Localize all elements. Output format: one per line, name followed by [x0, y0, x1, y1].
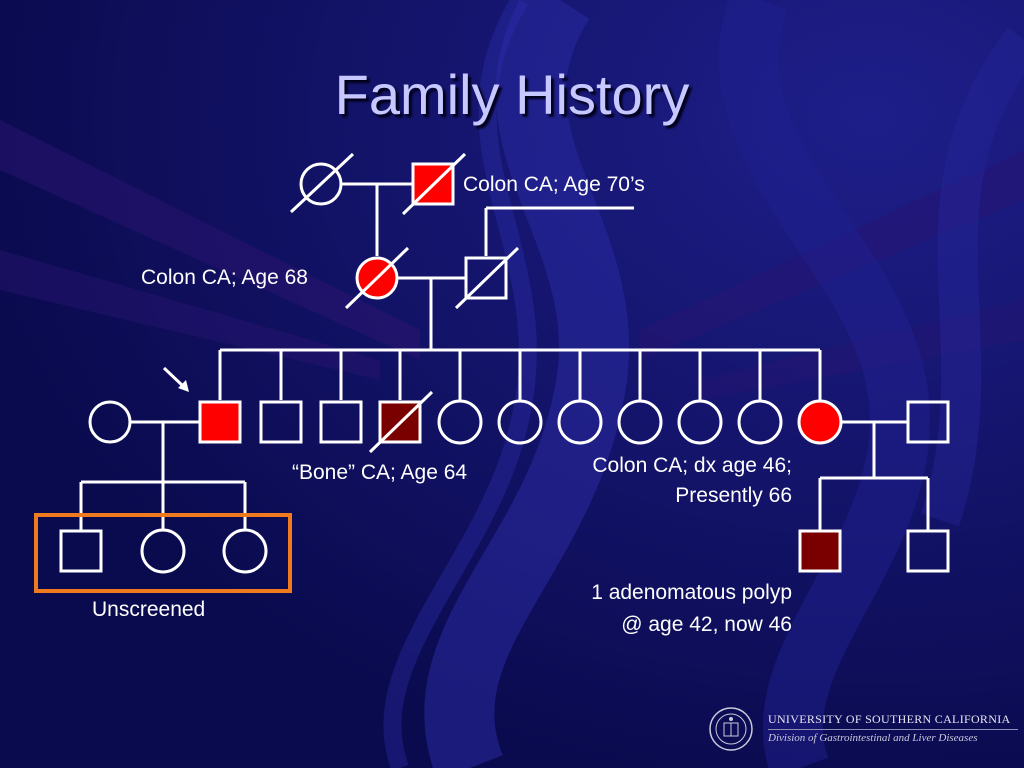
nephew-label-line2: @ age 42, now 46: [621, 613, 792, 636]
university-name: UNIVERSITY OF SOUTHERN CALIFORNIA: [768, 712, 1011, 726]
sister-spouse: [906, 400, 950, 444]
sister-2: [497, 399, 543, 445]
proband-arrow-icon: [162, 366, 189, 392]
sister-label-line2: Presently 66: [675, 484, 792, 507]
unscreened-label: Unscreened: [92, 598, 206, 621]
grandfather-affected-deceased: [401, 152, 467, 216]
brother-bone-cancer-deceased: [368, 390, 434, 454]
university-logo: UNIVERSITY OF SOUTHERN CALIFORNIA Divisi…: [708, 704, 1018, 762]
mother-label: Colon CA; Age 68: [141, 266, 308, 289]
sister-1: [437, 399, 483, 445]
nephew-label-line1: 1 adenomatous polyp: [591, 581, 792, 604]
daughter-unscreened-2: [222, 528, 268, 574]
sister-3: [557, 399, 603, 445]
brother-2: [319, 400, 363, 444]
proband-spouse: [88, 400, 132, 444]
slide-title: Family History: [334, 63, 690, 126]
brother-1: [259, 400, 303, 444]
proband-affected: [198, 400, 242, 444]
sister-5: [677, 399, 723, 445]
nephew-2: [906, 529, 950, 573]
mother-affected-deceased: [344, 246, 410, 310]
son-unscreened: [59, 529, 103, 573]
brother-bone-label: “Bone” CA; Age 64: [292, 461, 468, 484]
footer-divider: [768, 729, 1018, 730]
sister-4: [617, 399, 663, 445]
university-seal-icon: [709, 707, 753, 751]
sister-6: [737, 399, 783, 445]
daughter-unscreened-1: [140, 528, 186, 574]
nephew-polyp: [798, 529, 842, 573]
sibling-drop-lines: [218, 350, 822, 401]
sister-label-line1: Colon CA; dx age 46;: [592, 454, 792, 477]
division-name: Division of Gastrointestinal and Liver D…: [768, 732, 978, 744]
grandfather-label: Colon CA; Age 70’s: [463, 173, 645, 196]
sister-affected: [797, 399, 843, 445]
unscreened-highlight-box: [34, 513, 292, 593]
